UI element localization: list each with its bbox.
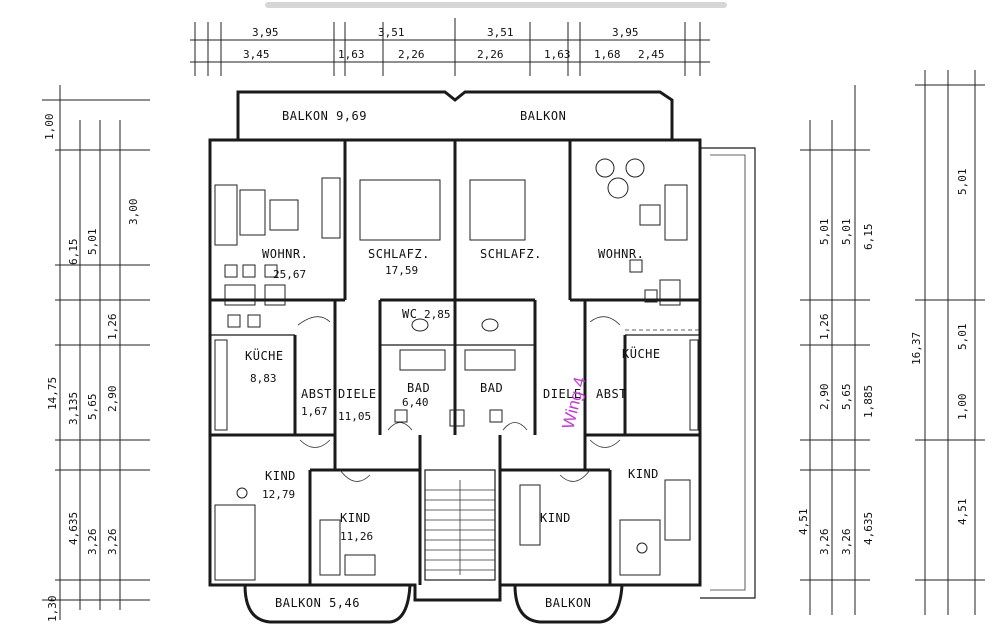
room-kueche-left-area: 8,83 [250,372,277,385]
right-dim-5: 5,65 [840,384,853,411]
right-dim-6: 2,90 [818,384,831,411]
building-outline [208,90,756,624]
left-dimension-chain: 1,00 6,15 5,01 3,00 14,75 1,26 3,135 5,6… [42,85,150,622]
right-dim-2: 5,01 [840,219,853,246]
right-dim-12: 16,37 [910,332,923,365]
right-dim-13: 5,01 [956,169,969,196]
room-kind-right-2-name: KIND [628,467,659,481]
room-bad-left-name: BAD [407,381,430,395]
left-dim-10: 4,635 [67,512,80,545]
room-kind-left-2-area: 11,26 [340,530,373,543]
top-dim-1: 3,95 [252,26,279,39]
right-dim-16: 4,51 [956,499,969,526]
window-drag-handle [265,2,727,8]
room-bad-left-area: 6,40 [402,396,429,409]
room-diele-left-area: 11,05 [338,410,371,423]
right-dim-4: 1,26 [818,314,831,341]
room-abst-right-name: ABST [596,387,627,401]
door-swings [297,316,621,482]
room-kind-right-1-name: KIND [540,511,571,525]
left-dim-1: 1,00 [43,114,56,141]
right-dim-7: 1,885 [862,385,875,418]
staircase [424,469,496,581]
right-dim-15: 1,00 [956,394,969,421]
interior-walls [210,140,700,585]
left-dim-3: 5,01 [86,229,99,256]
room-kind-left-2-name: KIND [340,511,371,525]
left-dim-2: 6,15 [67,239,80,266]
right-dim-8: 4,51 [797,509,810,536]
right-dim-11: 4,635 [862,512,875,545]
balcony-label-top-right: BALKON [520,109,566,123]
room-schlaf-left-name: SCHLAFZ. [368,247,430,261]
furniture [214,158,699,581]
left-dim-7: 3,135 [67,392,80,425]
room-wc-name: WC [402,307,417,321]
right-dim-9: 3,26 [818,529,831,556]
top-dim-4: 3,95 [612,26,639,39]
room-labels: WOHNR. 25,67 SCHLAFZ. 17,59 SCHLAFZ. WOH… [245,247,661,543]
left-dim-5: 14,75 [46,377,59,410]
top-dim-11: 2,45 [638,48,665,61]
top-dim-9: 1,63 [544,48,571,61]
right-dimension-chain: 5,01 5,01 6,15 1,26 5,65 2,90 1,885 4,51… [797,70,985,615]
room-wohn-left-area: 25,67 [273,268,306,281]
top-dim-10: 1,68 [594,48,621,61]
left-dim-12: 3,26 [106,529,119,556]
balcony-label-bottom-left: BALKON 5,46 [275,596,360,610]
top-dim-5: 3,45 [243,48,270,61]
left-dim-8: 5,65 [86,394,99,421]
top-dim-7: 2,26 [398,48,425,61]
top-dimension-chain: 3,95 3,51 3,51 3,95 3,45 1,63 2,26 2,26 … [190,18,710,76]
room-abst-left-name: ABST [301,387,332,401]
left-dim-13: 1,30 [46,596,59,623]
room-kueche-left-name: KÜCHE [245,347,284,363]
room-wohn-left-name: WOHNR. [262,247,308,261]
left-dim-11: 3,26 [86,529,99,556]
top-dim-3: 3,51 [487,26,514,39]
room-wohn-right-name: WOHNR. [598,247,644,261]
left-dim-4: 3,00 [127,199,140,226]
right-dim-3: 6,15 [862,224,875,251]
right-dim-14: 5,01 [956,324,969,351]
room-schlaf-right-name: SCHLAFZ. [480,247,542,261]
room-kueche-right-name: KÜCHE [622,345,661,361]
room-kind-left-1-area: 12,79 [262,488,295,501]
room-wc-area: 2,85 [424,308,451,321]
right-dim-1: 5,01 [818,219,831,246]
room-kind-left-1-name: KIND [265,469,296,483]
top-dim-2: 3,51 [378,26,405,39]
room-diele-right-name: DIELE [543,387,582,401]
right-dim-10: 3,26 [840,529,853,556]
room-bad-right-name: BAD [480,381,503,395]
left-dim-6: 1,26 [106,314,119,341]
balcony-label-bottom-right: BALKON [545,596,591,610]
top-dim-6: 1,63 [338,48,365,61]
room-schlaf-left-area: 17,59 [385,264,418,277]
left-dim-9: 2,90 [106,386,119,413]
room-diele-left-name: DIELE [338,387,377,401]
balcony-label-top-left: BALKON 9,69 [282,109,367,123]
room-abst-left-area: 1,67 [301,405,328,418]
top-dim-8: 2,26 [477,48,504,61]
